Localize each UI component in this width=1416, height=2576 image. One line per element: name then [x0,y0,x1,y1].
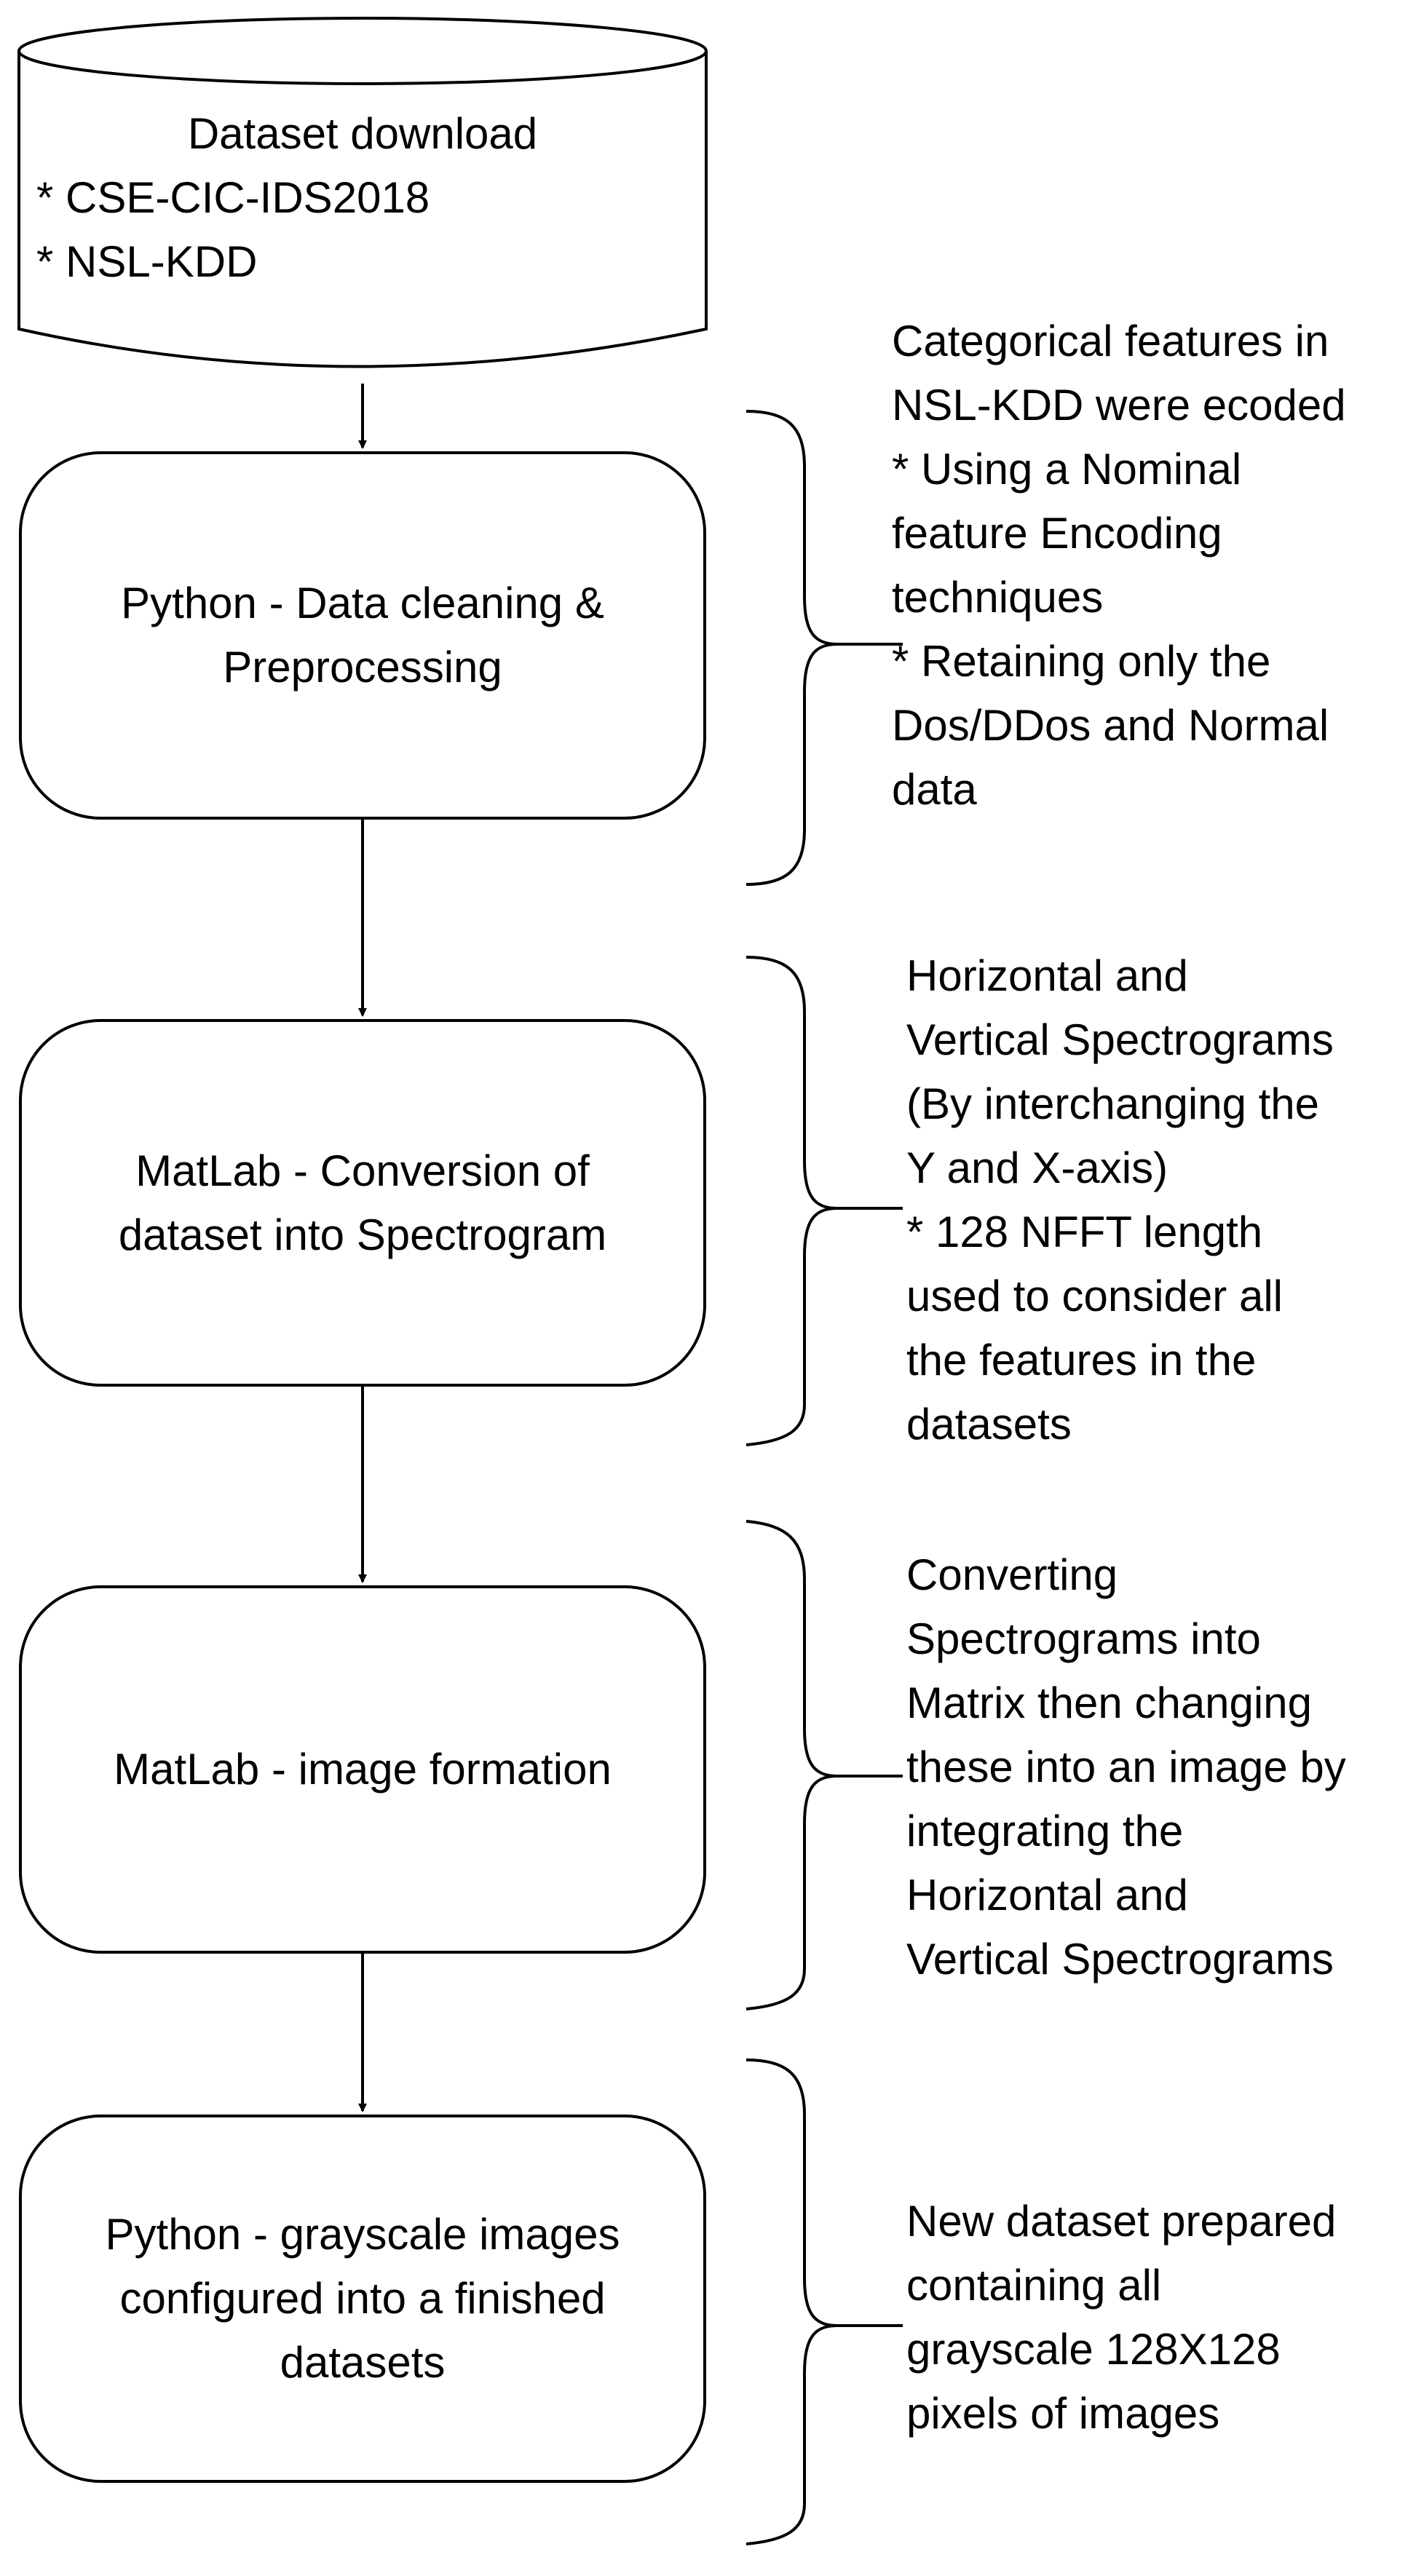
brace-4 [745,2058,903,2545]
step-label: Python - grayscale images [105,2210,620,2259]
note-line: integrating the [906,1807,1184,1855]
step-box-data-cleaning: Python - Data cleaning & Preprocessing [19,451,706,820]
note-line: * Retaining only the [892,637,1271,686]
brace-2 [745,956,903,1446]
note-line: Converting [906,1550,1118,1599]
note-line: Horizontal and [906,951,1188,1000]
brace-3 [745,1520,903,2010]
annotation-note-final-dataset: New dataset prepared containing all gray… [906,2189,1336,2446]
step-label: Preprocessing [223,643,502,691]
database-item: * CSE-CIC-IDS2018 [36,173,430,222]
note-line: pixels of images [906,2389,1220,2438]
note-line: Dos/DDos and Normal [892,701,1329,750]
annotation-note-preprocessing: Categorical features in NSL-KDD were eco… [892,309,1346,822]
note-line: Categorical features in [892,317,1329,365]
note-line: (By interchanging the [906,1079,1320,1128]
note-line: techniques [892,573,1104,622]
note-line: * 128 NFFT length [906,1208,1263,1256]
note-line: NSL-KDD were ecoded [892,381,1346,429]
step-label: Python - Data cleaning & [121,579,604,627]
note-line: Spectrograms into [906,1614,1261,1663]
step-label: MatLab - Conversion of [135,1146,590,1195]
note-line: used to consider all [906,1272,1283,1320]
database-title: Dataset download [187,109,538,158]
step-box-grayscale-datasets: Python - grayscale images configured int… [19,2115,706,2483]
brace-1 [745,410,903,886]
database-item: * NSL-KDD [36,237,258,286]
note-line: Y and X-axis) [906,1144,1168,1192]
note-line: Vertical Spectrograms [906,1935,1334,1983]
note-line: Matrix then changing [906,1679,1312,1727]
step-label: datasets [280,2338,446,2387]
note-line: New dataset prepared [906,2197,1337,2246]
database-shape [17,17,708,368]
step-label: MatLab - image formation [114,1745,612,1794]
step-box-image-formation: MatLab - image formation [19,1585,706,1954]
note-line: grayscale 128X128 [906,2325,1281,2374]
note-line: these into an image by [906,1743,1346,1791]
note-line: Horizontal and [906,1871,1188,1919]
note-line: data [892,765,977,814]
note-line: datasets [906,1400,1072,1448]
step-label: configured into a finished [119,2274,606,2323]
annotation-note-spectrogram: Horizontal and Vertical Spectrograms (By… [906,944,1334,1457]
note-line: containing all [906,2261,1162,2310]
note-line: feature Encoding [892,509,1222,558]
note-line: * Using a Nominal [892,445,1242,494]
step-label: dataset into Spectrogram [118,1210,607,1259]
annotation-note-image-formation: Converting Spectrograms into Matrix then… [906,1543,1346,1992]
note-line: Vertical Spectrograms [906,1015,1334,1064]
step-box-spectrogram-conversion: MatLab - Conversion of dataset into Spec… [19,1019,706,1387]
note-line: the features in the [906,1336,1257,1384]
